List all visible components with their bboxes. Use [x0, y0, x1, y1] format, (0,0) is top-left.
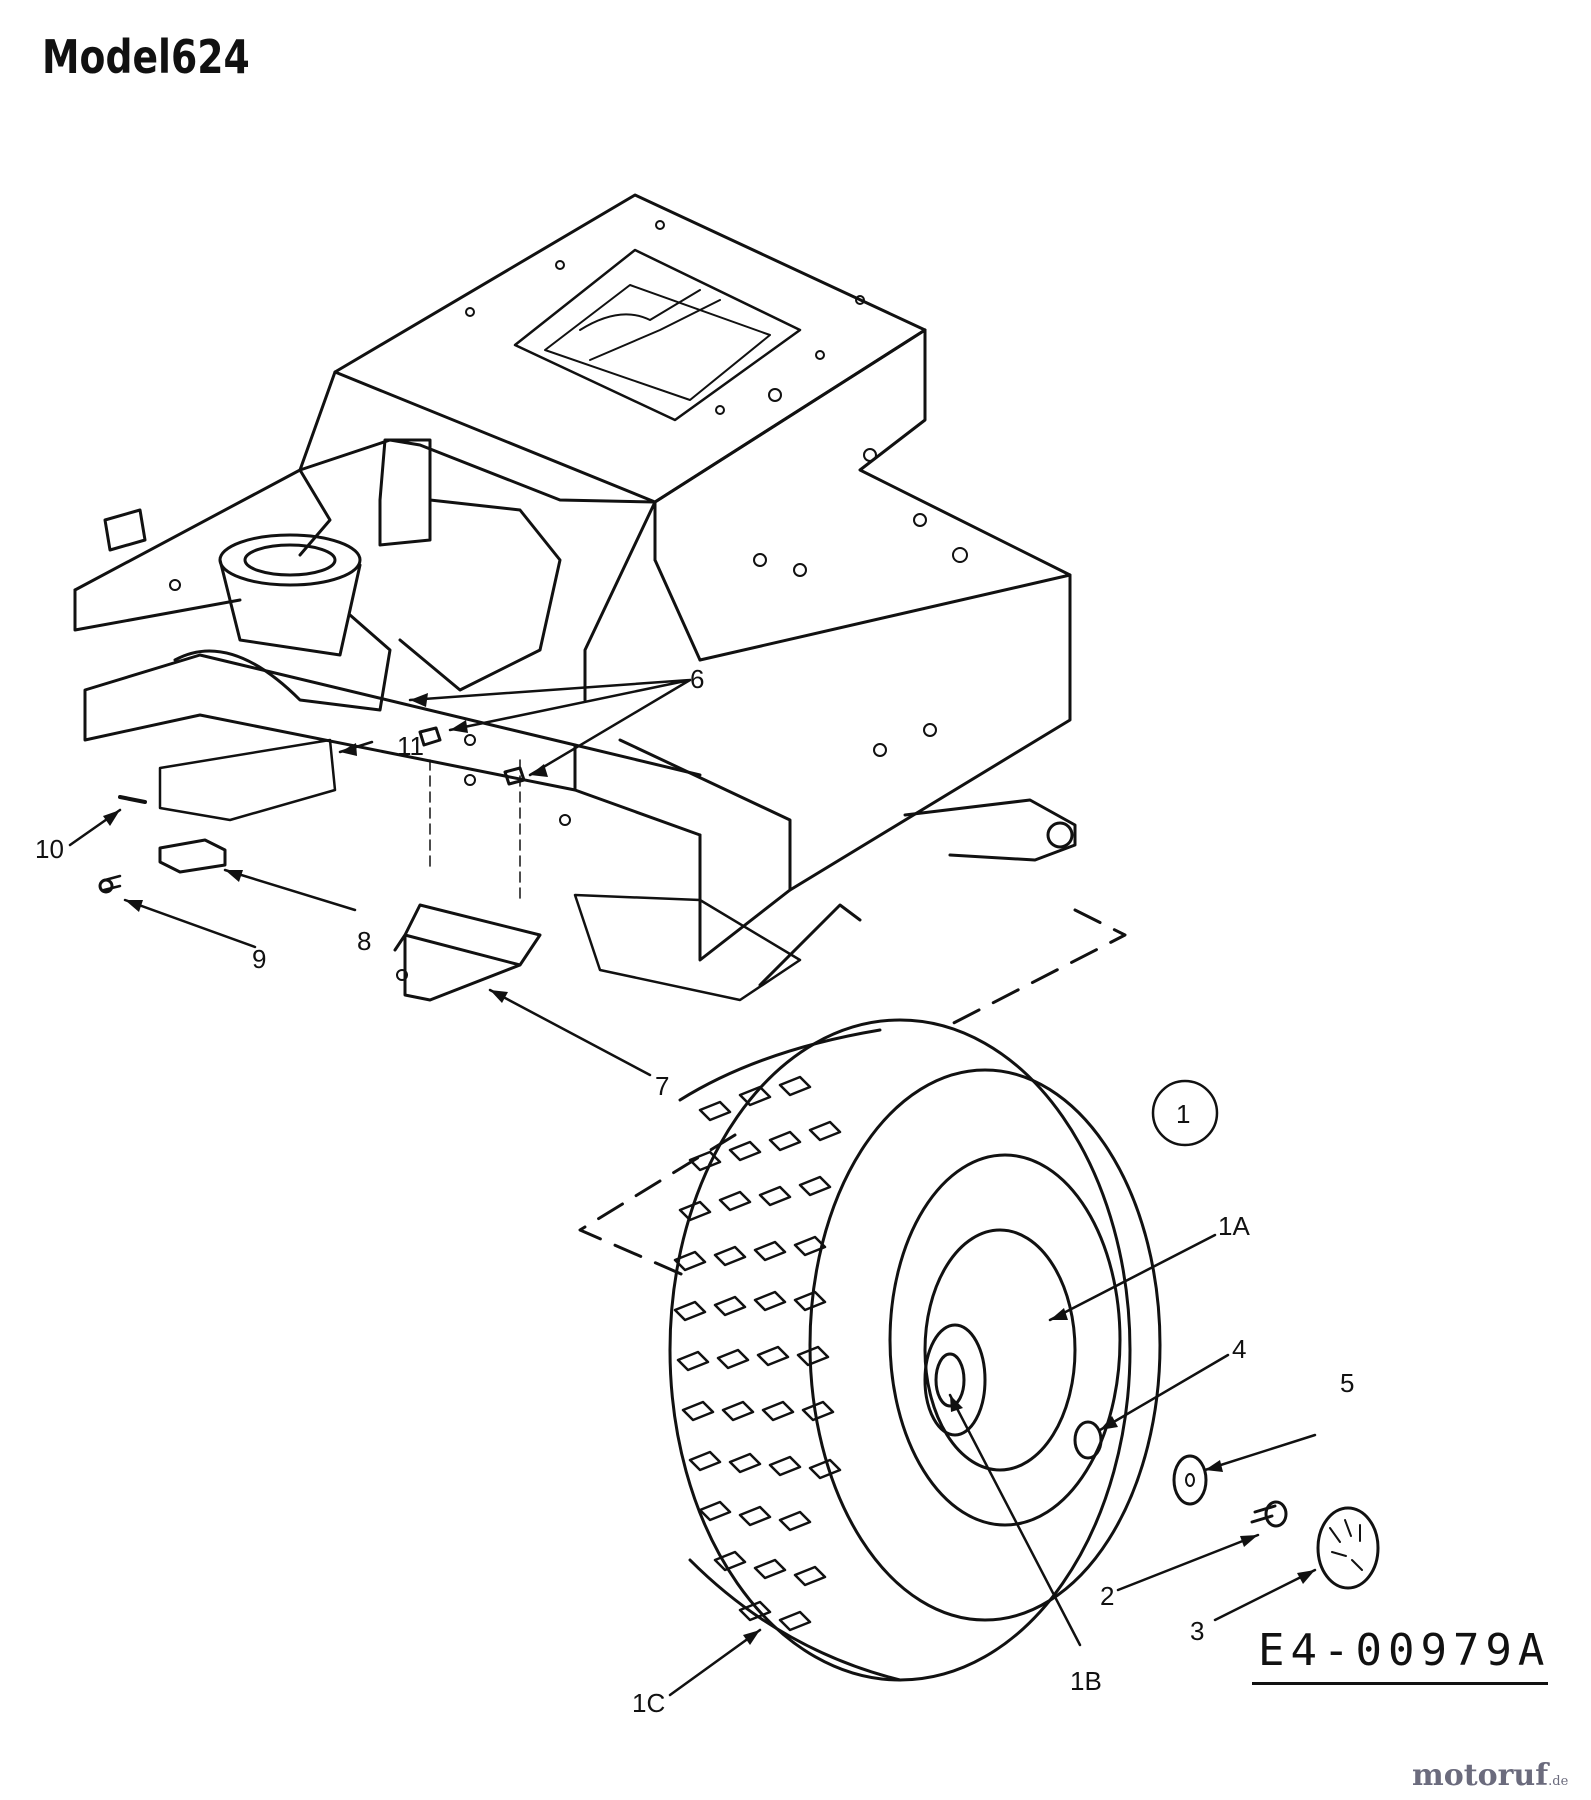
- watermark-suffix: .de: [1548, 1774, 1569, 1789]
- assembly-dashed-lines: [578, 908, 1127, 1282]
- washer-part-5: [1172, 1454, 1208, 1506]
- callout-3: 3: [1190, 1616, 1204, 1646]
- bolt-part-2: [1250, 1500, 1288, 1528]
- callout-2: 2: [1100, 1581, 1114, 1611]
- spring-part-10: [118, 795, 147, 804]
- callout-10: 10: [35, 834, 64, 864]
- callout-5: 5: [1340, 1368, 1354, 1398]
- pin-part-9: [98, 874, 122, 894]
- callout-4: 4: [1232, 1334, 1246, 1364]
- drawing-code: E4-00979A: [1258, 1625, 1551, 1676]
- callout-1C: 1C: [632, 1688, 665, 1718]
- hub-cap-part-3: [1316, 1506, 1380, 1590]
- callout-7: 7: [655, 1071, 669, 1101]
- callout-1B: 1B: [1070, 1666, 1102, 1696]
- callout-1A: 1A: [1218, 1211, 1250, 1241]
- callout-11: 11: [397, 731, 424, 761]
- bracket-part-7: [393, 903, 542, 1002]
- callout-8: 8: [357, 926, 371, 956]
- callout-circle-label: 1: [1176, 1099, 1190, 1129]
- deck-holes: [169, 220, 968, 826]
- washer-part-4: [1073, 1420, 1103, 1460]
- callout-circle: [1151, 1079, 1219, 1147]
- chassis-frame: [73, 193, 1077, 1002]
- watermark-name: motoruf: [1412, 1758, 1549, 1793]
- callout-9: 9: [252, 944, 266, 974]
- rear-wheel-tire: [668, 1018, 1162, 1682]
- bolts-part-6: [418, 726, 526, 786]
- drawing-code-underline: [1252, 1682, 1548, 1685]
- watermark: motoruf.de: [1412, 1758, 1568, 1793]
- tire-tread-pattern: [673, 1075, 842, 1632]
- arrow-heads: [103, 693, 1315, 1645]
- leader-arrows: [68, 678, 1317, 1697]
- callout-6: 6: [690, 664, 704, 694]
- clip-part-8: [158, 838, 227, 874]
- page-title: Model624: [42, 30, 250, 84]
